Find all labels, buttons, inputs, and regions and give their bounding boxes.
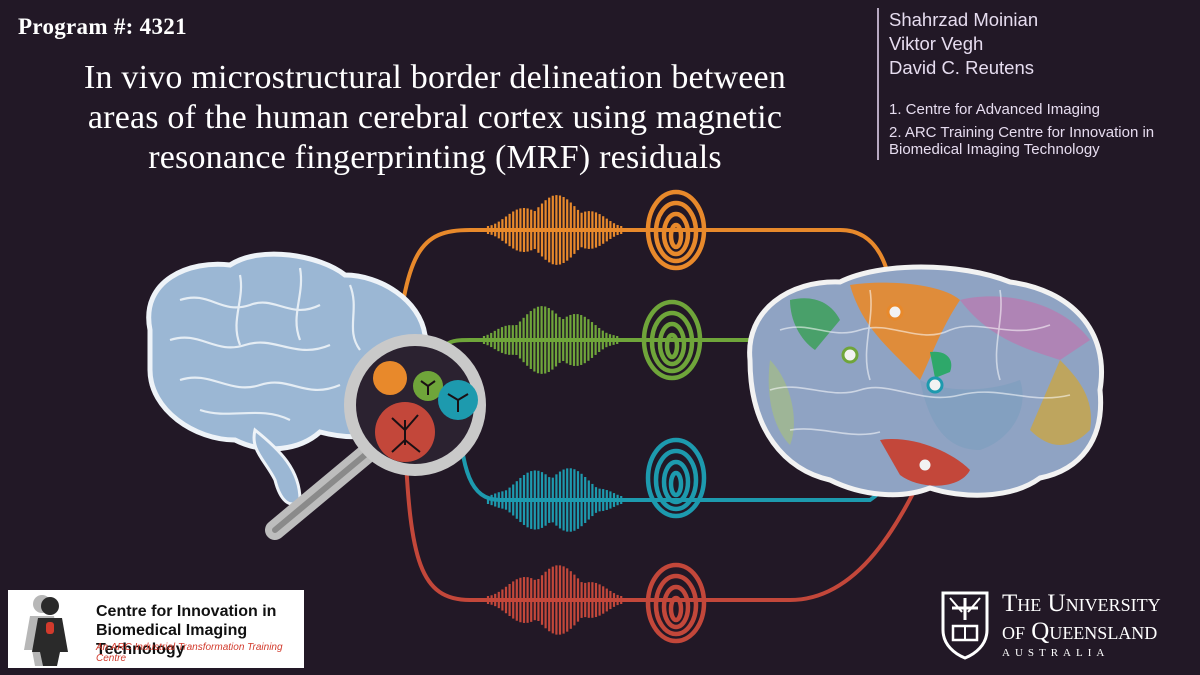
poster-title: In vivo microstructural border delineati… bbox=[10, 58, 860, 178]
program-number: Program #: 4321 bbox=[18, 14, 187, 39]
uq-name: The University of Queensland bbox=[1002, 590, 1161, 646]
cibit-subtitle: An ARC Industrial Transformation Trainin… bbox=[96, 642, 283, 664]
cibit-name-line: Biomedical Imaging Technology bbox=[96, 622, 248, 658]
author-name: Shahrzad Moinian bbox=[889, 9, 1039, 30]
red-connector bbox=[403, 438, 927, 602]
waveform-group bbox=[482, 195, 623, 635]
parcellated-brain-icon bbox=[747, 264, 1104, 498]
fingerprint-icon-teal bbox=[645, 437, 707, 519]
fingerprint-icon-orange bbox=[645, 189, 707, 271]
fingerprint-icon-red bbox=[645, 562, 707, 644]
author-panel: Shahrzad Moinian Viktor Vegh David C. Re… bbox=[877, 8, 1194, 160]
affiliation: 2. ARC Training Centre for Innovation in… bbox=[889, 124, 1155, 158]
title-line: In vivo microstructural border delineati… bbox=[83, 59, 787, 96]
uq-name-line: The University bbox=[1002, 590, 1161, 617]
uq-name-line: of Queensland bbox=[1002, 618, 1158, 645]
affiliation: 1. Centre for Advanced Imaging bbox=[889, 101, 1100, 118]
cibit-name: Centre for Innovation in Biomedical Imag… bbox=[96, 602, 306, 659]
author-name: David C. Reutens bbox=[889, 57, 1034, 78]
human-body-icon bbox=[24, 595, 68, 666]
cibit-name-line: Centre for Innovation in bbox=[96, 603, 277, 620]
author-name: Viktor Vegh bbox=[889, 33, 984, 54]
uq-crest-icon bbox=[941, 591, 989, 660]
uq-logo: The University of Queensland AUSTRALIA bbox=[940, 590, 1190, 670]
title-line: resonance fingerprinting (MRF) residuals bbox=[148, 139, 722, 176]
title-line: areas of the human cerebral cortex using… bbox=[87, 99, 783, 136]
uq-country: AUSTRALIA bbox=[1002, 647, 1110, 659]
magnifier-icon bbox=[265, 334, 486, 540]
orange-cell-icon bbox=[373, 361, 407, 395]
cibit-logo: Centre for Innovation in Biomedical Imag… bbox=[8, 590, 304, 668]
fingerprint-icon-green bbox=[641, 299, 703, 381]
